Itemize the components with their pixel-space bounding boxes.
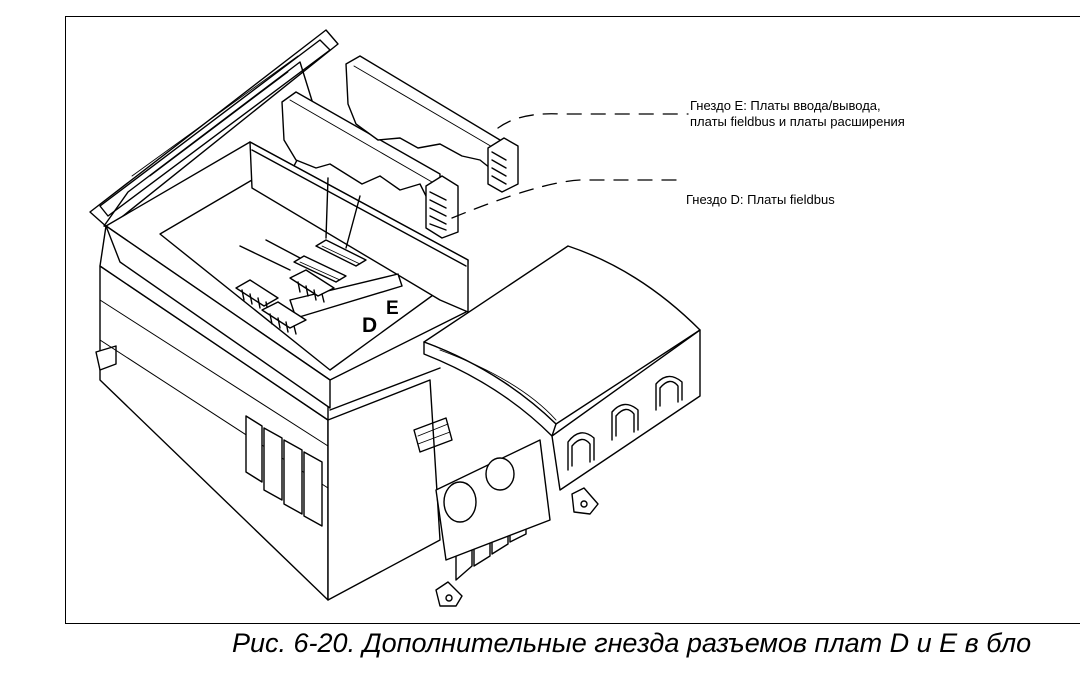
terminal-cover bbox=[423, 245, 701, 491]
option-board-d bbox=[281, 91, 459, 249]
option-board-e bbox=[345, 55, 519, 193]
figure-caption: Рис. 6-20. Дополнительные гнезда разъемо… bbox=[232, 628, 1032, 658]
callout-slot-d: Гнездо D: Платы fieldbus bbox=[686, 192, 835, 207]
callout-slot-e-line2: платы fieldbus и платы расширения bbox=[690, 114, 905, 129]
callout-leaders bbox=[451, 113, 689, 219]
board-connectors bbox=[235, 239, 367, 335]
callout-slot-e-line1: Гнездо E: Платы ввода/вывода, bbox=[690, 98, 881, 113]
housing-body bbox=[95, 141, 469, 601]
slot-label-e: E bbox=[386, 298, 399, 319]
callout-slot-e: Гнездо E: Платы ввода/вывода, платы fiel… bbox=[690, 98, 905, 130]
slot-label-d: D bbox=[362, 314, 378, 337]
figure-frame bbox=[65, 16, 1080, 624]
cable-entry-holes bbox=[413, 417, 551, 561]
